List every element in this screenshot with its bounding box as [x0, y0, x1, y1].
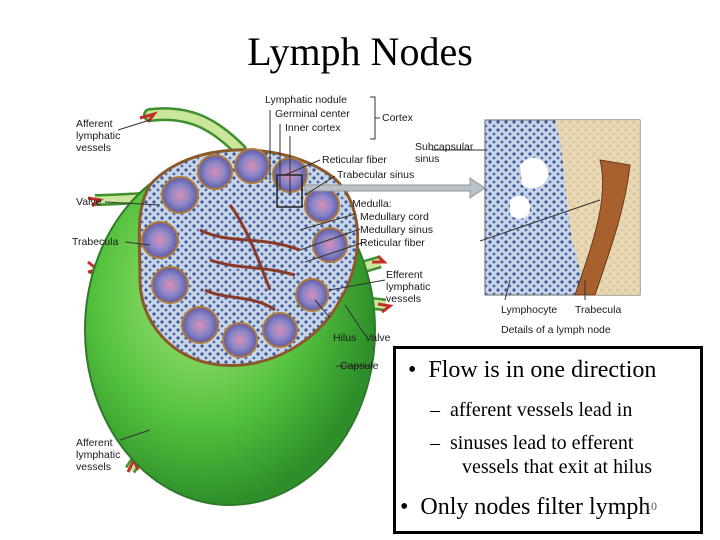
afferent-vessel-top [143, 107, 247, 157]
label-reticular-fiber-2: Reticular fiber [360, 237, 425, 249]
label-details-caption: Details of a lymph node [501, 324, 611, 336]
slide-title: Lymph Nodes [247, 29, 473, 74]
label-subcapsular-2: sinus [415, 153, 440, 165]
slide-number: 10 [645, 499, 657, 513]
bullet-main-2-text: Only nodes filter lymph [420, 494, 651, 520]
label-afferent-top-2: lymphatic [76, 130, 120, 142]
label-trabecular-sinus: Trabecular sinus [337, 169, 414, 181]
bullet-sub-2-cont: vessels that exit at hilus [462, 456, 652, 478]
label-afferent-top-3: vessels [76, 142, 111, 154]
label-medulla: Medulla: [352, 198, 392, 210]
label-lymphatic-nodule: Lymphatic nodule [265, 94, 347, 106]
label-lymphocyte: Lymphocyte [501, 304, 557, 316]
label-medullary-sinus: Medullary sinus [360, 224, 433, 236]
label-trabecula-left: Trabecula [72, 236, 118, 248]
label-reticular-fiber: Reticular fiber [322, 154, 387, 166]
leader-lines [104, 96, 601, 441]
bullet-textbox: • Flow is in one direction – afferent ve… [393, 346, 703, 534]
label-afferent-top: Afferent [76, 118, 113, 130]
label-efferent-2: lymphatic [386, 281, 430, 293]
bullet-sub-1: – afferent vessels lead in [430, 399, 633, 421]
bullet-sub-1-text: afferent vessels lead in [450, 399, 633, 421]
bullet-main-1: • Flow is in one direction [408, 357, 657, 383]
label-efferent-3: vessels [386, 293, 421, 305]
label-valve-left: Valve [76, 196, 102, 208]
bullet-main-2: • Only nodes filter lymph [400, 494, 651, 520]
label-afferent-bottom-3: vessels [76, 461, 111, 473]
label-afferent-bottom-2: lymphatic [76, 449, 120, 461]
bullet-main-1-text: Flow is in one direction [428, 357, 657, 383]
detail-panel [484, 119, 641, 296]
label-cortex: Cortex [382, 112, 414, 124]
label-efferent: Efferent [386, 269, 423, 281]
label-capsule: Capsule [340, 360, 379, 372]
label-valve-right: Valve [365, 332, 391, 344]
label-medullary-cord: Medullary cord [360, 211, 429, 223]
label-afferent-bottom: Afferent [76, 437, 113, 449]
label-hilus: Hilus [333, 332, 356, 344]
label-germinal-center: Germinal center [275, 108, 350, 120]
bullet-sub-2: – sinuses lead to efferent [430, 432, 634, 454]
zoom-arrow [304, 177, 486, 199]
bullet-sub-2-text: sinuses lead to efferent [450, 432, 634, 454]
label-trabecula-detail: Trabecula [575, 304, 621, 316]
label-subcapsular: Subcapsular [415, 141, 474, 153]
label-inner-cortex: Inner cortex [285, 122, 341, 134]
